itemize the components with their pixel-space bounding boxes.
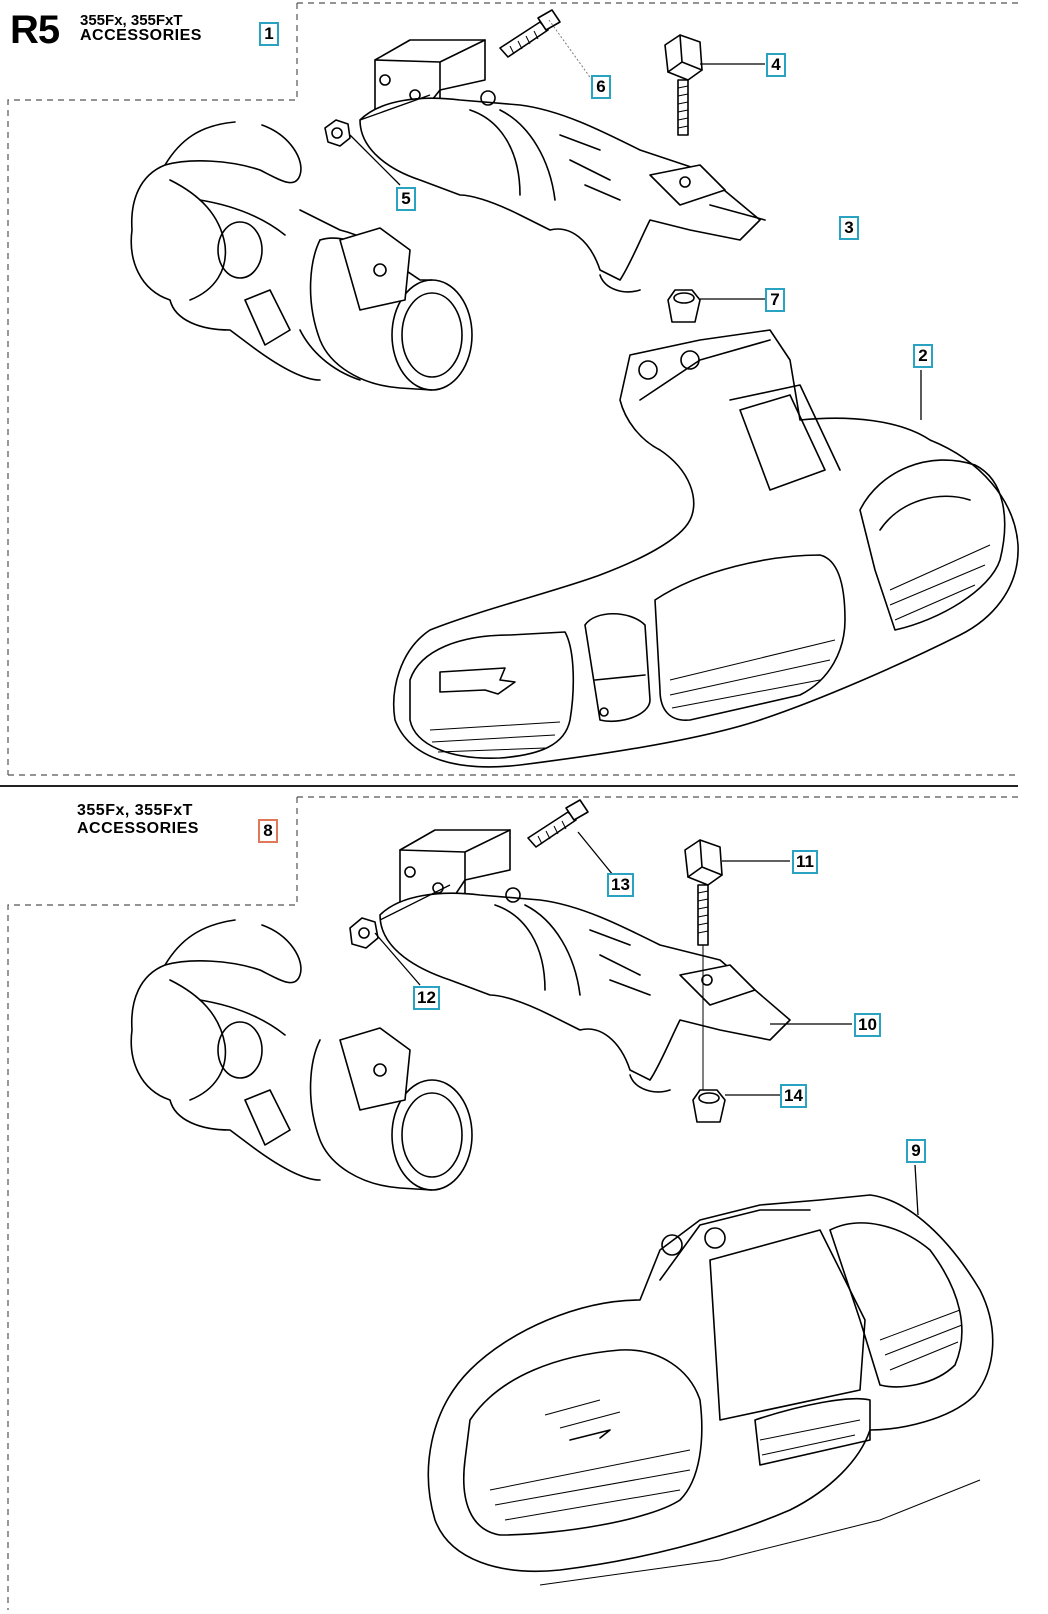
nut-part-7 bbox=[667, 289, 701, 323]
leader-6 bbox=[548, 19, 593, 81]
panel1-title: ACCESSORIES bbox=[80, 27, 202, 44]
callout-10[interactable]: 10 bbox=[854, 1013, 881, 1037]
engine-outline-1 bbox=[130, 121, 473, 391]
callout-13[interactable]: 13 bbox=[607, 873, 634, 897]
callout-11[interactable]: 11 bbox=[792, 850, 818, 874]
callout-2[interactable]: 2 bbox=[913, 344, 933, 368]
callout-8[interactable]: 8 bbox=[258, 819, 278, 843]
panel2-models: 355Fx, 355FxT bbox=[77, 802, 193, 819]
panel2-title: ACCESSORIES bbox=[77, 820, 199, 837]
callout-5[interactable]: 5 bbox=[396, 187, 416, 211]
callout-12[interactable]: 12 bbox=[413, 986, 440, 1010]
guard-part-2 bbox=[392, 329, 1019, 768]
callout-9[interactable]: 9 bbox=[906, 1139, 926, 1163]
screw-part-11 bbox=[684, 839, 723, 1090]
section-code: R5 bbox=[10, 8, 60, 52]
callout-7[interactable]: 7 bbox=[765, 288, 785, 312]
callout-1[interactable]: 1 bbox=[259, 22, 279, 46]
leader-12b bbox=[379, 884, 451, 921]
panel1-frame bbox=[7, 2, 1018, 776]
leader-5 bbox=[349, 134, 401, 186]
screw-part-4 bbox=[664, 34, 703, 136]
panel2-frame bbox=[7, 796, 1018, 1610]
nut-part-5 bbox=[324, 119, 351, 147]
screw-part-6 bbox=[499, 9, 561, 58]
callout-6[interactable]: 6 bbox=[591, 75, 611, 99]
leader-13 bbox=[577, 831, 614, 876]
callout-14[interactable]: 14 bbox=[780, 1084, 807, 1108]
leader-5b bbox=[359, 94, 431, 121]
leader-9 bbox=[914, 1164, 919, 1216]
screw-part-13 bbox=[527, 799, 589, 848]
guard-part-9 bbox=[427, 1194, 994, 1586]
clamp-bracket-2 bbox=[379, 829, 791, 1093]
clamp-bracket-1 bbox=[359, 39, 766, 293]
engine-outline-2 bbox=[130, 919, 473, 1191]
callout-4[interactable]: 4 bbox=[766, 53, 786, 77]
panel1-models: 355Fx, 355FxT bbox=[80, 12, 183, 29]
nut-part-14 bbox=[692, 1089, 726, 1123]
leader-12 bbox=[374, 932, 421, 986]
callout-3[interactable]: 3 bbox=[839, 216, 859, 240]
nut-part-12 bbox=[349, 917, 379, 949]
